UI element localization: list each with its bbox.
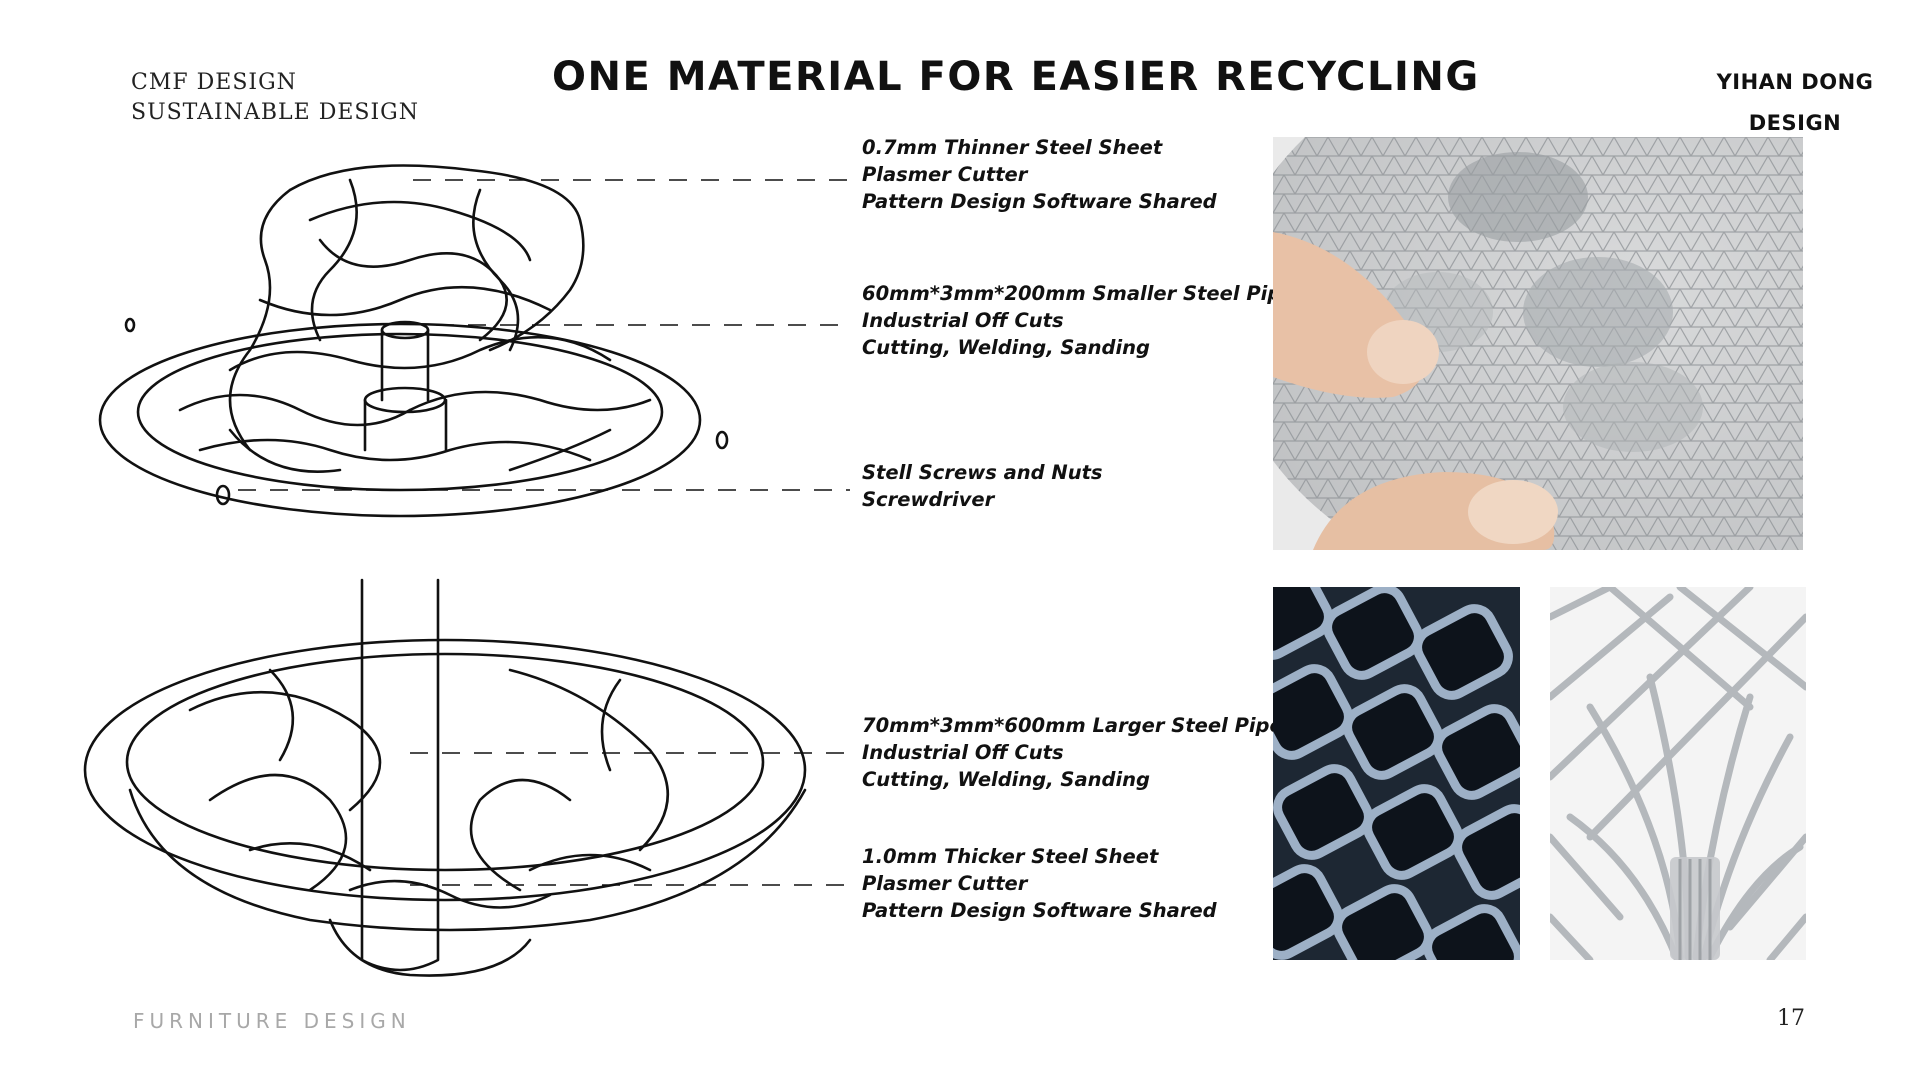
callout-line: Pattern Design Software Shared	[862, 899, 1217, 922]
page-title: ONE MATERIAL FOR EASIER RECYCLING	[552, 54, 1480, 100]
callout-line: Pattern Design Software Shared	[862, 190, 1217, 213]
callout-line: 70mm*3mm*600mm Larger Steel Pipe	[862, 714, 1283, 737]
upper-tray-rim	[98, 322, 702, 518]
callout-line: Cutting, Welding, Sanding	[862, 336, 1150, 359]
central-pipe	[360, 578, 440, 972]
callout-large-pipe: 70mm*3mm*600mm Larger Steel Pipe Industr…	[862, 712, 1283, 793]
callout-line: 1.0mm Thicker Steel Sheet	[862, 845, 1159, 868]
callout-line: 60mm*3mm*200mm Smaller Steel Pipe	[862, 282, 1295, 305]
author-name: YIHAN DONG	[1716, 70, 1874, 94]
photo-lattice-grid	[1273, 587, 1520, 960]
page-number: 17	[1777, 1006, 1805, 1031]
callout-line: Stell Screws and Nuts	[862, 461, 1103, 484]
callout-line: Cutting, Welding, Sanding	[862, 768, 1150, 791]
callout-line: Plasmer Cutter	[862, 163, 1028, 186]
callout-line: 0.7mm Thinner Steel Sheet	[862, 136, 1163, 159]
author-block: YIHAN DONG DESIGN	[1690, 62, 1900, 144]
callout-line: Screwdriver	[862, 488, 995, 511]
callout-thick-sheet: 1.0mm Thicker Steel Sheet Plasmer Cutter…	[862, 843, 1217, 924]
furniture-line-drawing	[83, 164, 850, 977]
category-label-sustainable: SUSTAINABLE DESIGN	[131, 100, 419, 125]
lower-tray-rim	[83, 638, 807, 902]
author-discipline: DESIGN	[1748, 111, 1842, 135]
callout-thin-sheet: 0.7mm Thinner Steel Sheet Plasmer Cutter…	[862, 134, 1217, 215]
callout-line: Plasmer Cutter	[862, 872, 1028, 895]
photo-perforated-steel-sheet	[1273, 137, 1803, 550]
callout-screws: Stell Screws and Nuts Screwdriver	[862, 459, 1103, 513]
category-labels: CMF DESIGN SUSTAINABLE DESIGN	[131, 68, 419, 128]
category-label-cmf: CMF DESIGN	[131, 70, 297, 95]
callout-small-pipe: 60mm*3mm*200mm Smaller Steel Pipe Indust…	[862, 280, 1294, 361]
callout-line: Industrial Off Cuts	[862, 741, 1064, 764]
callout-line: Industrial Off Cuts	[862, 309, 1064, 332]
small-pipe	[380, 328, 430, 402]
photo-steel-strip-weave	[1550, 587, 1806, 960]
footer-section-label: FURNITURE DESIGN	[133, 1009, 411, 1033]
